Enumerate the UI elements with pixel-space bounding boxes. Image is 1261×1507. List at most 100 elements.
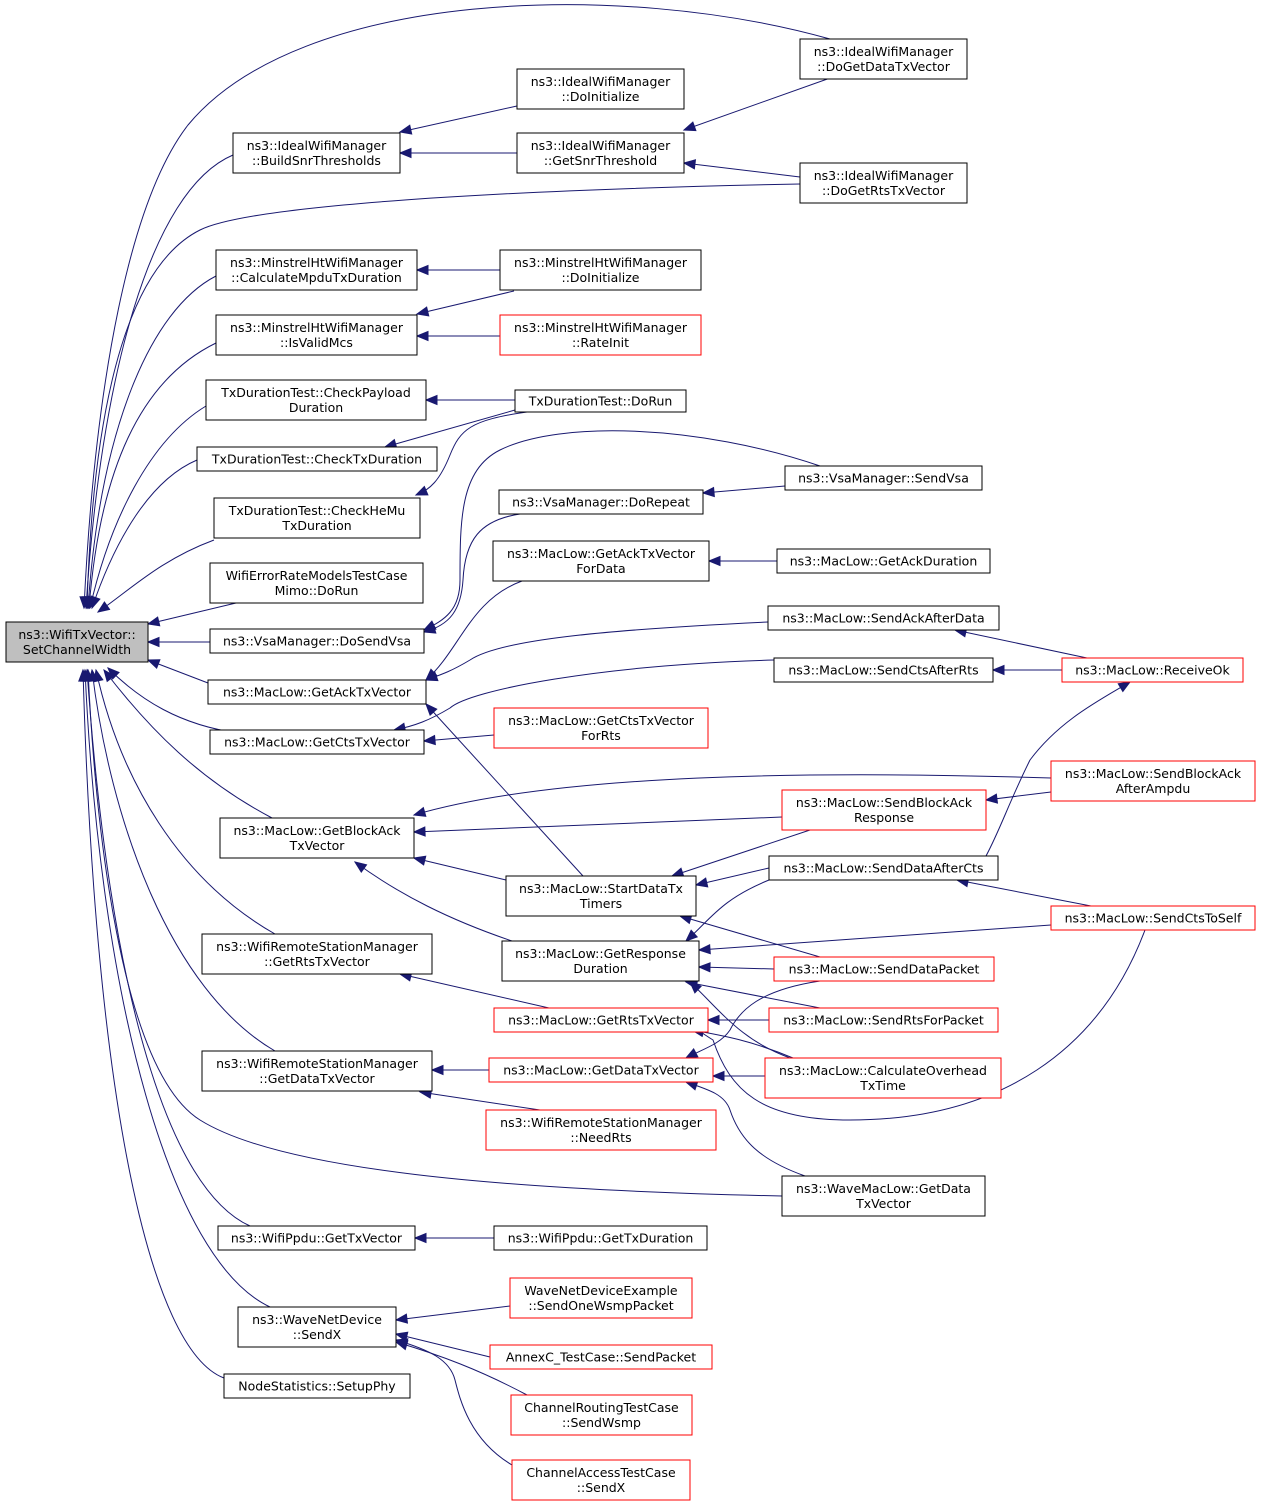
- edge-51: [679, 915, 821, 958]
- node-mac-get-rts[interactable]: ns3::MacLow::GetRtsTxVector: [493, 1007, 709, 1033]
- node-label-line: ns3::MacLow::SendBlockAck: [796, 795, 973, 810]
- node-label-line: TxDuration: [281, 518, 351, 533]
- node-box: [768, 855, 999, 881]
- node-ideal-do-get-data[interactable]: ns3::IdealWifiManager::DoGetDataTxVector: [799, 38, 968, 80]
- node-minstrel-rate-init[interactable]: ns3::MinstrelHtWifiManager::RateInit: [499, 314, 702, 356]
- node-box: [511, 1459, 691, 1501]
- node-box: [799, 38, 968, 80]
- node-mac-send-cts-to-self[interactable]: ns3::MacLow::SendCtsToSelf: [1050, 905, 1256, 931]
- node-mac-send-data-after-cts[interactable]: ns3::MacLow::SendDataAfterCts: [768, 855, 999, 881]
- node-root[interactable]: ns3::WifiTxVector::SetChannelWidth: [5, 621, 149, 663]
- node-label-line: ns3::MinstrelHtWifiManager: [230, 255, 404, 270]
- edge-arrowhead: [415, 306, 430, 317]
- node-label-line: TxDurationTest::CheckTxDuration: [211, 452, 422, 467]
- node-channel-routing[interactable]: ChannelRoutingTestCase::SendWsmp: [510, 1394, 693, 1436]
- node-label-line: ns3::WifiPpdu::GetTxVector: [231, 1231, 403, 1246]
- node-ideal-do-get-rts[interactable]: ns3::IdealWifiManager::DoGetRtsTxVector: [799, 162, 968, 204]
- node-label-line: ::DoInitialize: [561, 89, 639, 104]
- node-tx-do-run[interactable]: TxDurationTest::DoRun: [514, 389, 687, 413]
- node-label-line: ns3::MinstrelHtWifiManager: [514, 320, 688, 335]
- edge-47: [985, 681, 1131, 857]
- edge-31: [702, 485, 786, 494]
- node-wave-example-send[interactable]: WaveNetDeviceExample::SendOneWsmpPacket: [509, 1277, 693, 1319]
- node-mac-send-ack-after[interactable]: ns3::MacLow::SendAckAfterData: [767, 605, 1000, 631]
- node-wave-mac-get-data[interactable]: ns3::WaveMacLow::GetDataTxVector: [781, 1175, 986, 1217]
- edge-arrowhead: [697, 962, 711, 973]
- edge-arrowhead: [684, 1048, 699, 1059]
- node-tx-check-tx[interactable]: TxDurationTest::CheckTxDuration: [196, 446, 438, 472]
- edge-43: [354, 861, 513, 942]
- node-label-line: ns3::MacLow::GetRtsTxVector: [508, 1013, 695, 1028]
- node-box: [205, 379, 427, 421]
- node-label-line: ns3::IdealWifiManager: [814, 168, 954, 183]
- node-box: [232, 132, 401, 174]
- edge-30: [423, 513, 521, 633]
- node-label-line: ns3::VsaManager::SendVsa: [798, 471, 969, 486]
- node-label-line: ChannelRoutingTestCase: [524, 1400, 679, 1415]
- node-mac-receive-ok[interactable]: ns3::MacLow::ReceiveOk: [1061, 657, 1244, 683]
- node-mac-get-cts[interactable]: ns3::MacLow::GetCtsTxVector: [209, 729, 425, 755]
- edge-44: [425, 703, 584, 877]
- node-wave-net-send-x[interactable]: ns3::WaveNetDevice::SendX: [237, 1306, 397, 1348]
- node-label-line: ns3::MacLow::SendCtsToSelf: [1065, 911, 1242, 926]
- node-mac-send-data-packet[interactable]: ns3::MacLow::SendDataPacket: [773, 956, 995, 982]
- node-minstrel-is-valid[interactable]: ns3::MinstrelHtWifiManager::IsValidMcs: [215, 314, 418, 356]
- node-box: [493, 1225, 708, 1251]
- node-wrsm-get-rts[interactable]: ns3::WifiRemoteStationManager::GetRtsTxV…: [201, 933, 433, 975]
- edge-38: [423, 734, 495, 742]
- node-box: [209, 628, 425, 654]
- edge-33: [425, 580, 523, 681]
- node-box: [215, 249, 418, 291]
- edge-17: [84, 669, 271, 1308]
- node-box: [488, 1057, 714, 1083]
- node-wrsm-get-data[interactable]: ns3::WifiRemoteStationManager::GetDataTx…: [201, 1050, 433, 1092]
- edge-28: [415, 411, 528, 496]
- edge-21: [683, 76, 834, 131]
- edge-arrowhead: [394, 1338, 409, 1349]
- node-box: [784, 465, 983, 491]
- node-mac-get-ack-dur[interactable]: ns3::MacLow::GetAckDuration: [776, 548, 991, 574]
- edge-54: [685, 879, 770, 942]
- node-vsa-do-send[interactable]: ns3::VsaManager::DoSendVsa: [209, 628, 425, 654]
- node-channel-access[interactable]: ChannelAccessTestCase::SendX: [511, 1459, 691, 1501]
- node-vsa-send[interactable]: ns3::VsaManager::SendVsa: [784, 465, 983, 491]
- node-wrsm-need-rts[interactable]: ns3::WifiRemoteStationManager::NeedRts: [485, 1109, 717, 1151]
- node-mac-get-data[interactable]: ns3::MacLow::GetDataTxVector: [488, 1057, 714, 1083]
- node-ideal-get-snr[interactable]: ns3::IdealWifiManager::GetSnrThreshold: [516, 132, 685, 174]
- node-minstrel-calc[interactable]: ns3::MinstrelHtWifiManager::CalculateMpd…: [215, 249, 418, 291]
- node-mac-get-ack[interactable]: ns3::MacLow::GetAckTxVector: [207, 679, 427, 705]
- node-box: [509, 1277, 693, 1319]
- node-label-line: ns3::WifiRemoteStationManager: [216, 1056, 419, 1071]
- node-mac-send-rts-for-packet[interactable]: ns3::MacLow::SendRtsForPacket: [768, 1007, 999, 1033]
- node-box: [215, 314, 418, 356]
- node-vsa-do-repeat[interactable]: ns3::VsaManager::DoRepeat: [498, 489, 704, 515]
- node-label-line: ::NeedRts: [570, 1130, 631, 1145]
- node-node-stats[interactable]: NodeStatistics::SetupPhy: [223, 1373, 411, 1399]
- node-label-line: NodeStatistics::SetupPhy: [238, 1379, 396, 1394]
- node-box: [767, 605, 1000, 631]
- node-label-line: ns3::WifiPpdu::GetTxDuration: [508, 1231, 694, 1246]
- node-ideal-do-init[interactable]: ns3::IdealWifiManager::DoInitialize: [516, 68, 685, 110]
- node-annex-c-send[interactable]: AnnexC_TestCase::SendPacket: [489, 1344, 713, 1370]
- edge-60: [419, 1091, 541, 1111]
- node-mac-send-cts-after[interactable]: ns3::MacLow::SendCtsAfterRts: [773, 657, 994, 683]
- node-ppdu-get-tx[interactable]: ns3::WifiPpdu::GetTxVector: [217, 1225, 416, 1251]
- node-label-line: TxDurationTest::CheckPayload: [220, 385, 411, 400]
- node-minstrel-do-init[interactable]: ns3::MinstrelHtWifiManager::DoInitialize: [499, 249, 702, 291]
- edge-arrowhead: [96, 601, 111, 613]
- node-ideal-build[interactable]: ns3::IdealWifiManager::BuildSnrThreshold…: [232, 132, 401, 174]
- node-ppdu-get-dur[interactable]: ns3::WifiPpdu::GetTxDuration: [493, 1225, 708, 1251]
- node-box: [217, 1225, 416, 1251]
- edge-arrowhead: [697, 943, 711, 955]
